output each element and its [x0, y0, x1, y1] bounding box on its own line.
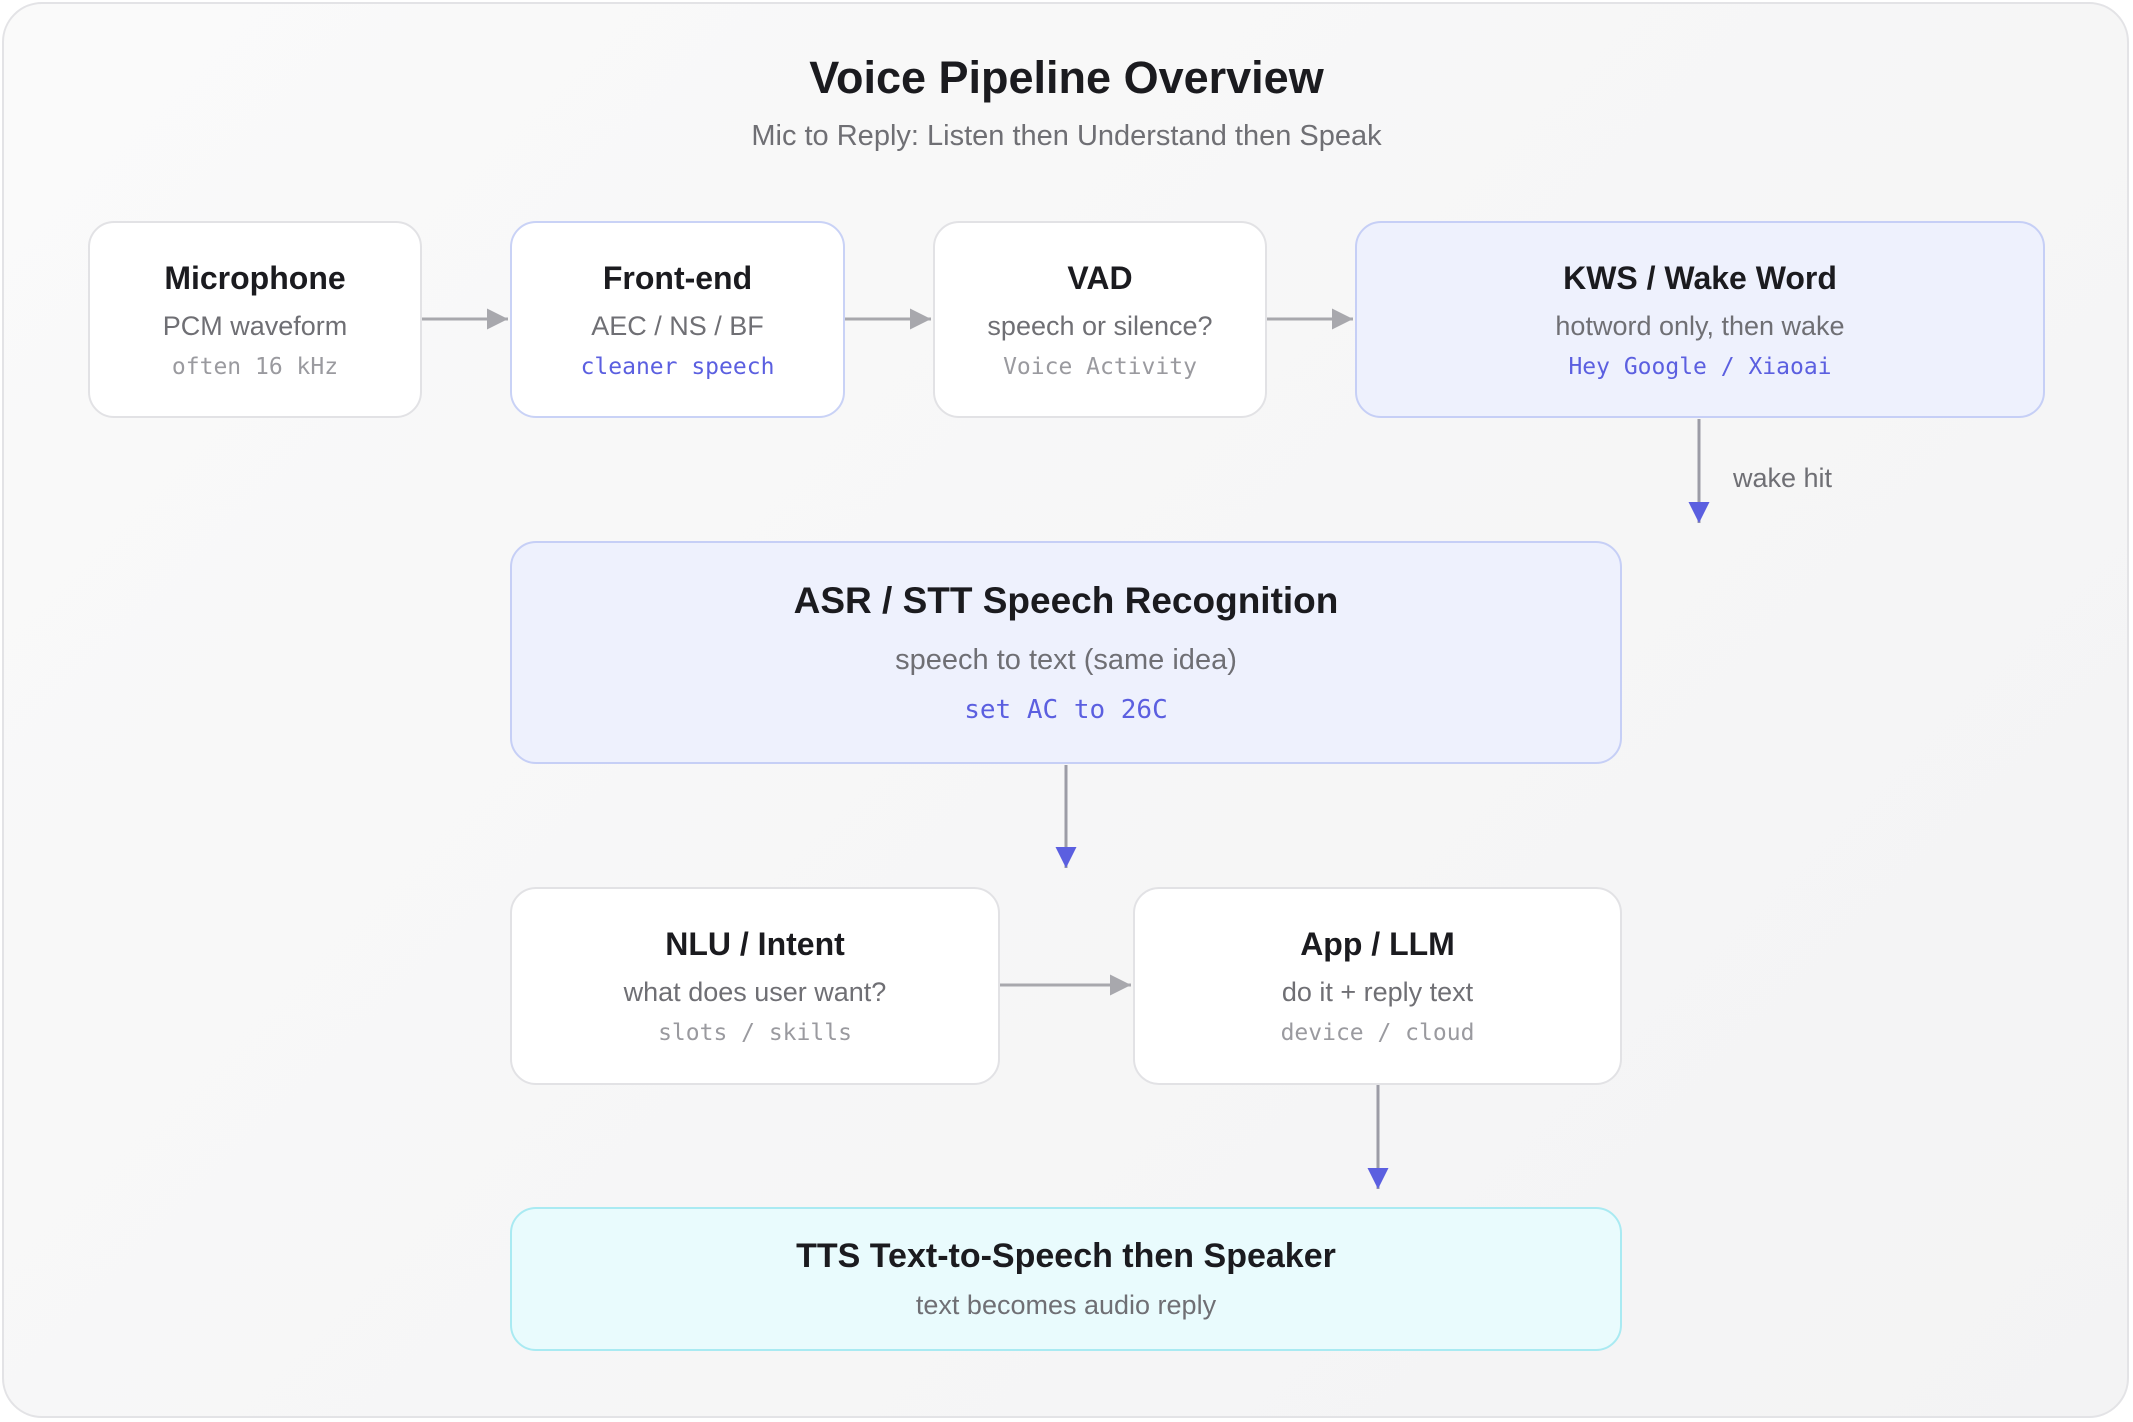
frontend-node: Front-end AEC / NS / BF cleaner speech: [510, 221, 845, 418]
asr-subtitle: speech to text (same idea): [895, 644, 1237, 676]
microphone-subtitle: PCM waveform: [162, 310, 348, 341]
frontend-title: Front-end: [602, 259, 753, 296]
asr-note: set AC to 26C: [964, 695, 1168, 725]
app-title: App / LLM: [1300, 926, 1455, 962]
microphone-title: Microphone: [164, 259, 346, 296]
vad-title: VAD: [1067, 259, 1133, 296]
app-node: App / LLM do it + reply text device / cl…: [1133, 887, 1622, 1085]
vad-subtitle: speech or silence?: [987, 310, 1213, 341]
kws-node: KWS / Wake Word hotword only, then wake …: [1355, 221, 2045, 418]
asr-title: ASR / STT Speech Recognition: [793, 580, 1339, 621]
nlu-subtitle: what does user want?: [623, 977, 887, 1007]
vad-note: Voice Activity: [1003, 353, 1197, 380]
microphone-note: often 16 kHz: [171, 353, 339, 380]
frontend-note: cleaner speech: [580, 353, 775, 380]
wake-hit-label: wake hit: [1733, 463, 1833, 493]
nlu-note: slots / skills: [658, 1020, 852, 1046]
nlu-title: NLU / Intent: [665, 926, 845, 962]
kws-title: KWS / Wake Word: [1563, 259, 1837, 296]
tts-node: TTS Text-to-Speech then Speaker text bec…: [510, 1207, 1622, 1351]
kws-subtitle: hotword only, then wake: [1555, 310, 1845, 341]
frontend-subtitle: AEC / NS / BF: [591, 310, 764, 341]
vad-node: VAD speech or silence? Voice Activity: [933, 221, 1267, 418]
app-subtitle: do it + reply text: [1281, 977, 1474, 1007]
diagram-subtitle: Mic to Reply: Listen then Understand the…: [751, 120, 1382, 152]
kws-note: Hey Google / Xiaoai: [1568, 353, 1832, 380]
tts-title: TTS Text-to-Speech then Speaker: [796, 1237, 1336, 1275]
nlu-node: NLU / Intent what does user want? slots …: [510, 887, 1000, 1085]
microphone-node: Microphone PCM waveform often 16 kHz: [88, 221, 422, 418]
asr-node: ASR / STT Speech Recognition speech to t…: [510, 541, 1622, 764]
tts-subtitle: text becomes audio reply: [915, 1290, 1217, 1320]
app-note: device / cloud: [1280, 1020, 1475, 1046]
diagram-title: Voice Pipeline Overview: [809, 52, 1324, 103]
